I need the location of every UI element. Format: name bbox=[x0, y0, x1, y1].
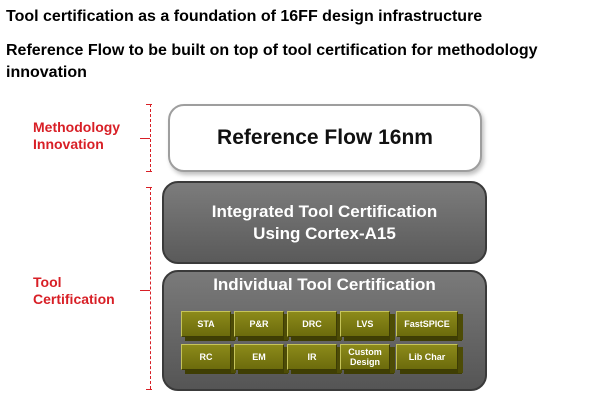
tool-cell-sta: STA bbox=[181, 311, 236, 341]
slide-title: Tool certification as a foundation of 16… bbox=[6, 8, 483, 25]
tool-cell-lvs: LVS bbox=[340, 311, 395, 341]
tool-certification-label: Tool Certification bbox=[33, 274, 115, 308]
methodology-label-line1: Methodology bbox=[33, 119, 121, 135]
integrated-line1: Integrated Tool Certification bbox=[211, 201, 438, 221]
tool-cell-em: EM bbox=[234, 344, 289, 374]
integrated-tool-certification-box: Integrated Tool Certification Using Cort… bbox=[162, 181, 487, 264]
tool-cell-ir: IR bbox=[287, 344, 342, 374]
methodology-innovation-label: Methodology Innovation bbox=[33, 119, 120, 153]
tool-label-line1: Tool bbox=[33, 274, 62, 290]
methodology-bracket-bottom bbox=[146, 171, 152, 172]
custom-design-line2: Design bbox=[349, 357, 380, 367]
tool-cell-rc: RC bbox=[181, 344, 236, 374]
tool-bracket-mid bbox=[140, 290, 150, 291]
tool-cell-lib-char: Lib Char bbox=[396, 344, 463, 374]
custom-design-line1: Custom bbox=[348, 347, 382, 357]
tool-label-line2: Certification bbox=[33, 291, 115, 307]
tool-cell-pnr: P&R bbox=[234, 311, 289, 341]
methodology-label-line2: Innovation bbox=[33, 136, 104, 152]
reference-flow-text: Reference Flow 16nm bbox=[217, 126, 433, 149]
slide-subtitle: Reference Flow to be built on top of too… bbox=[6, 42, 538, 81]
methodology-bracket bbox=[150, 104, 151, 172]
tool-cell-custom-design: Custom Design bbox=[340, 344, 395, 374]
tool-bracket-bottom bbox=[146, 389, 152, 390]
tool-cell-fastspice: FastSPICE bbox=[396, 311, 463, 341]
tool-bracket-top bbox=[146, 187, 152, 188]
reference-flow-box: Reference Flow 16nm bbox=[168, 104, 482, 172]
integrated-line2: Using Cortex-A15 bbox=[253, 223, 396, 243]
methodology-bracket-top bbox=[146, 104, 152, 105]
tool-bracket bbox=[150, 187, 151, 389]
individual-tool-certification-box: Individual Tool Certification STA P&R DR… bbox=[162, 270, 487, 391]
methodology-bracket-mid bbox=[140, 138, 150, 139]
individual-title: Individual Tool Certification bbox=[213, 275, 436, 294]
tool-cell-drc: DRC bbox=[287, 311, 342, 341]
